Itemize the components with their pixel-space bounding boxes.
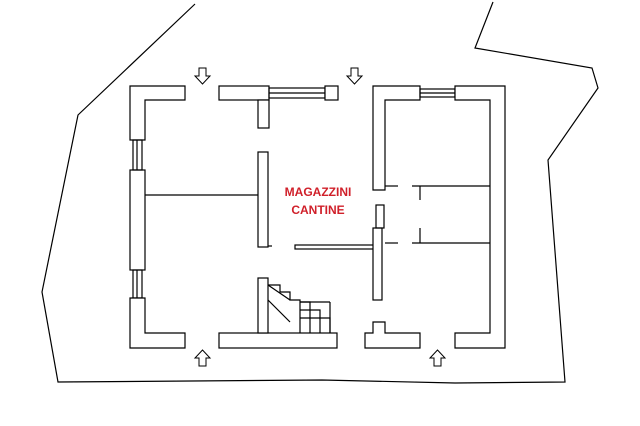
room-label-cantine: CANTINE bbox=[291, 203, 344, 217]
room-label-magazzini: MAGAZZINI bbox=[285, 185, 352, 199]
entrance-arrow-top-center bbox=[345, 67, 364, 85]
exterior-walls bbox=[129, 85, 506, 349]
interior-walls bbox=[145, 151, 490, 301]
entrance-arrow-bottom-right bbox=[428, 349, 447, 367]
entrance-arrow-top-left bbox=[193, 67, 212, 85]
entrance-arrow-bottom-left bbox=[193, 349, 212, 367]
site-boundary bbox=[41, 1, 599, 384]
staircase bbox=[257, 277, 331, 334]
